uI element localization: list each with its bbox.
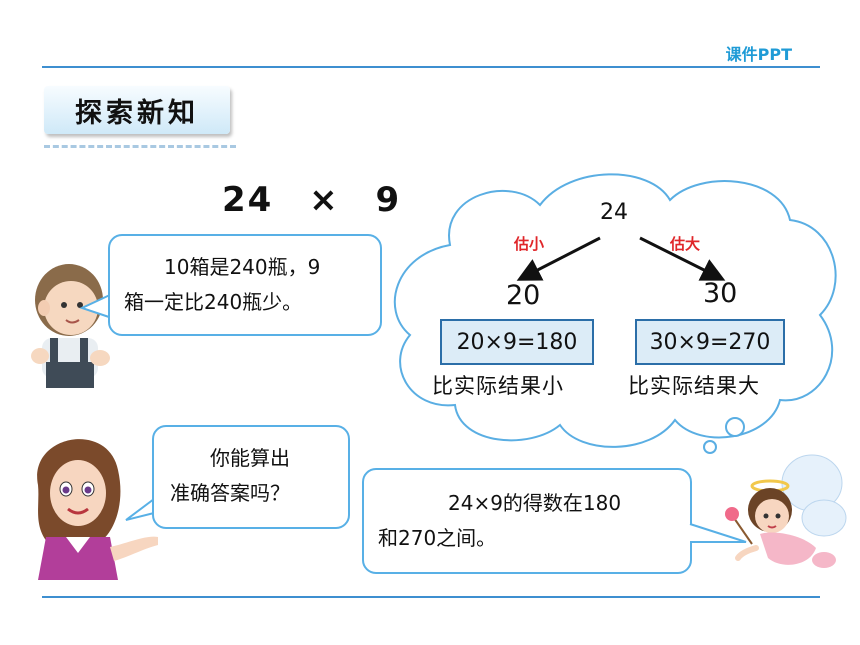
fairy-bubble-line-1: 24×9的得数在180 [448, 491, 622, 515]
fairy-illustration [725, 454, 847, 568]
footer-divider [42, 596, 820, 598]
left-branch-label: 估小 [514, 235, 545, 253]
girl-bubble-line-2: 准确答案吗？ [170, 481, 290, 505]
problem-left-operand: 24 [222, 180, 274, 220]
right-expression-box: 30×9=270 [635, 319, 785, 365]
thought-cloud [393, 173, 837, 454]
left-compare-text: 比实际结果小 [432, 374, 564, 398]
right-branch-arrow [639, 236, 726, 281]
fairy-bubble-tail [689, 523, 747, 543]
left-expression-box: 20×9=180 [440, 319, 594, 365]
right-compare-text: 比实际结果大 [628, 374, 760, 398]
courseware-label: 课件PPT [725, 45, 792, 64]
boy-speech-bubble: 10箱是240瓶，9 箱一定比240瓶少。 [108, 234, 382, 336]
boy-bubble-tail [79, 293, 113, 319]
estimation-tree-lines [516, 236, 726, 281]
problem-expression: 24 × 9 [222, 180, 401, 220]
problem-right-operand: 9 [375, 180, 402, 220]
problem-operator: × [309, 180, 340, 220]
header-divider [42, 66, 820, 68]
girl-speech-bubble: 你能算出 准确答案吗？ [152, 425, 350, 529]
girl-bubble-tail [125, 495, 159, 521]
boy-bubble-line-1: 10箱是240瓶，9 [164, 255, 321, 279]
fairy-bubble-line-2: 和270之间。 [378, 526, 497, 550]
boy-bubble-line-2: 箱一定比240瓶少。 [124, 290, 303, 314]
fairy-speech-bubble: 24×9的得数在180 和270之间。 [362, 468, 692, 574]
right-branch-label: 估大 [670, 235, 701, 253]
left-branch-arrow [516, 236, 601, 281]
right-node: 30 [703, 278, 738, 309]
section-title: 探索新知 [44, 86, 230, 134]
boy-illustration [31, 264, 110, 388]
left-node: 20 [506, 280, 541, 311]
girl-bubble-line-1: 你能算出 [210, 446, 290, 470]
tree-root: 24 [600, 200, 628, 225]
girl-illustration [37, 439, 158, 580]
section-title-underline [44, 145, 236, 148]
